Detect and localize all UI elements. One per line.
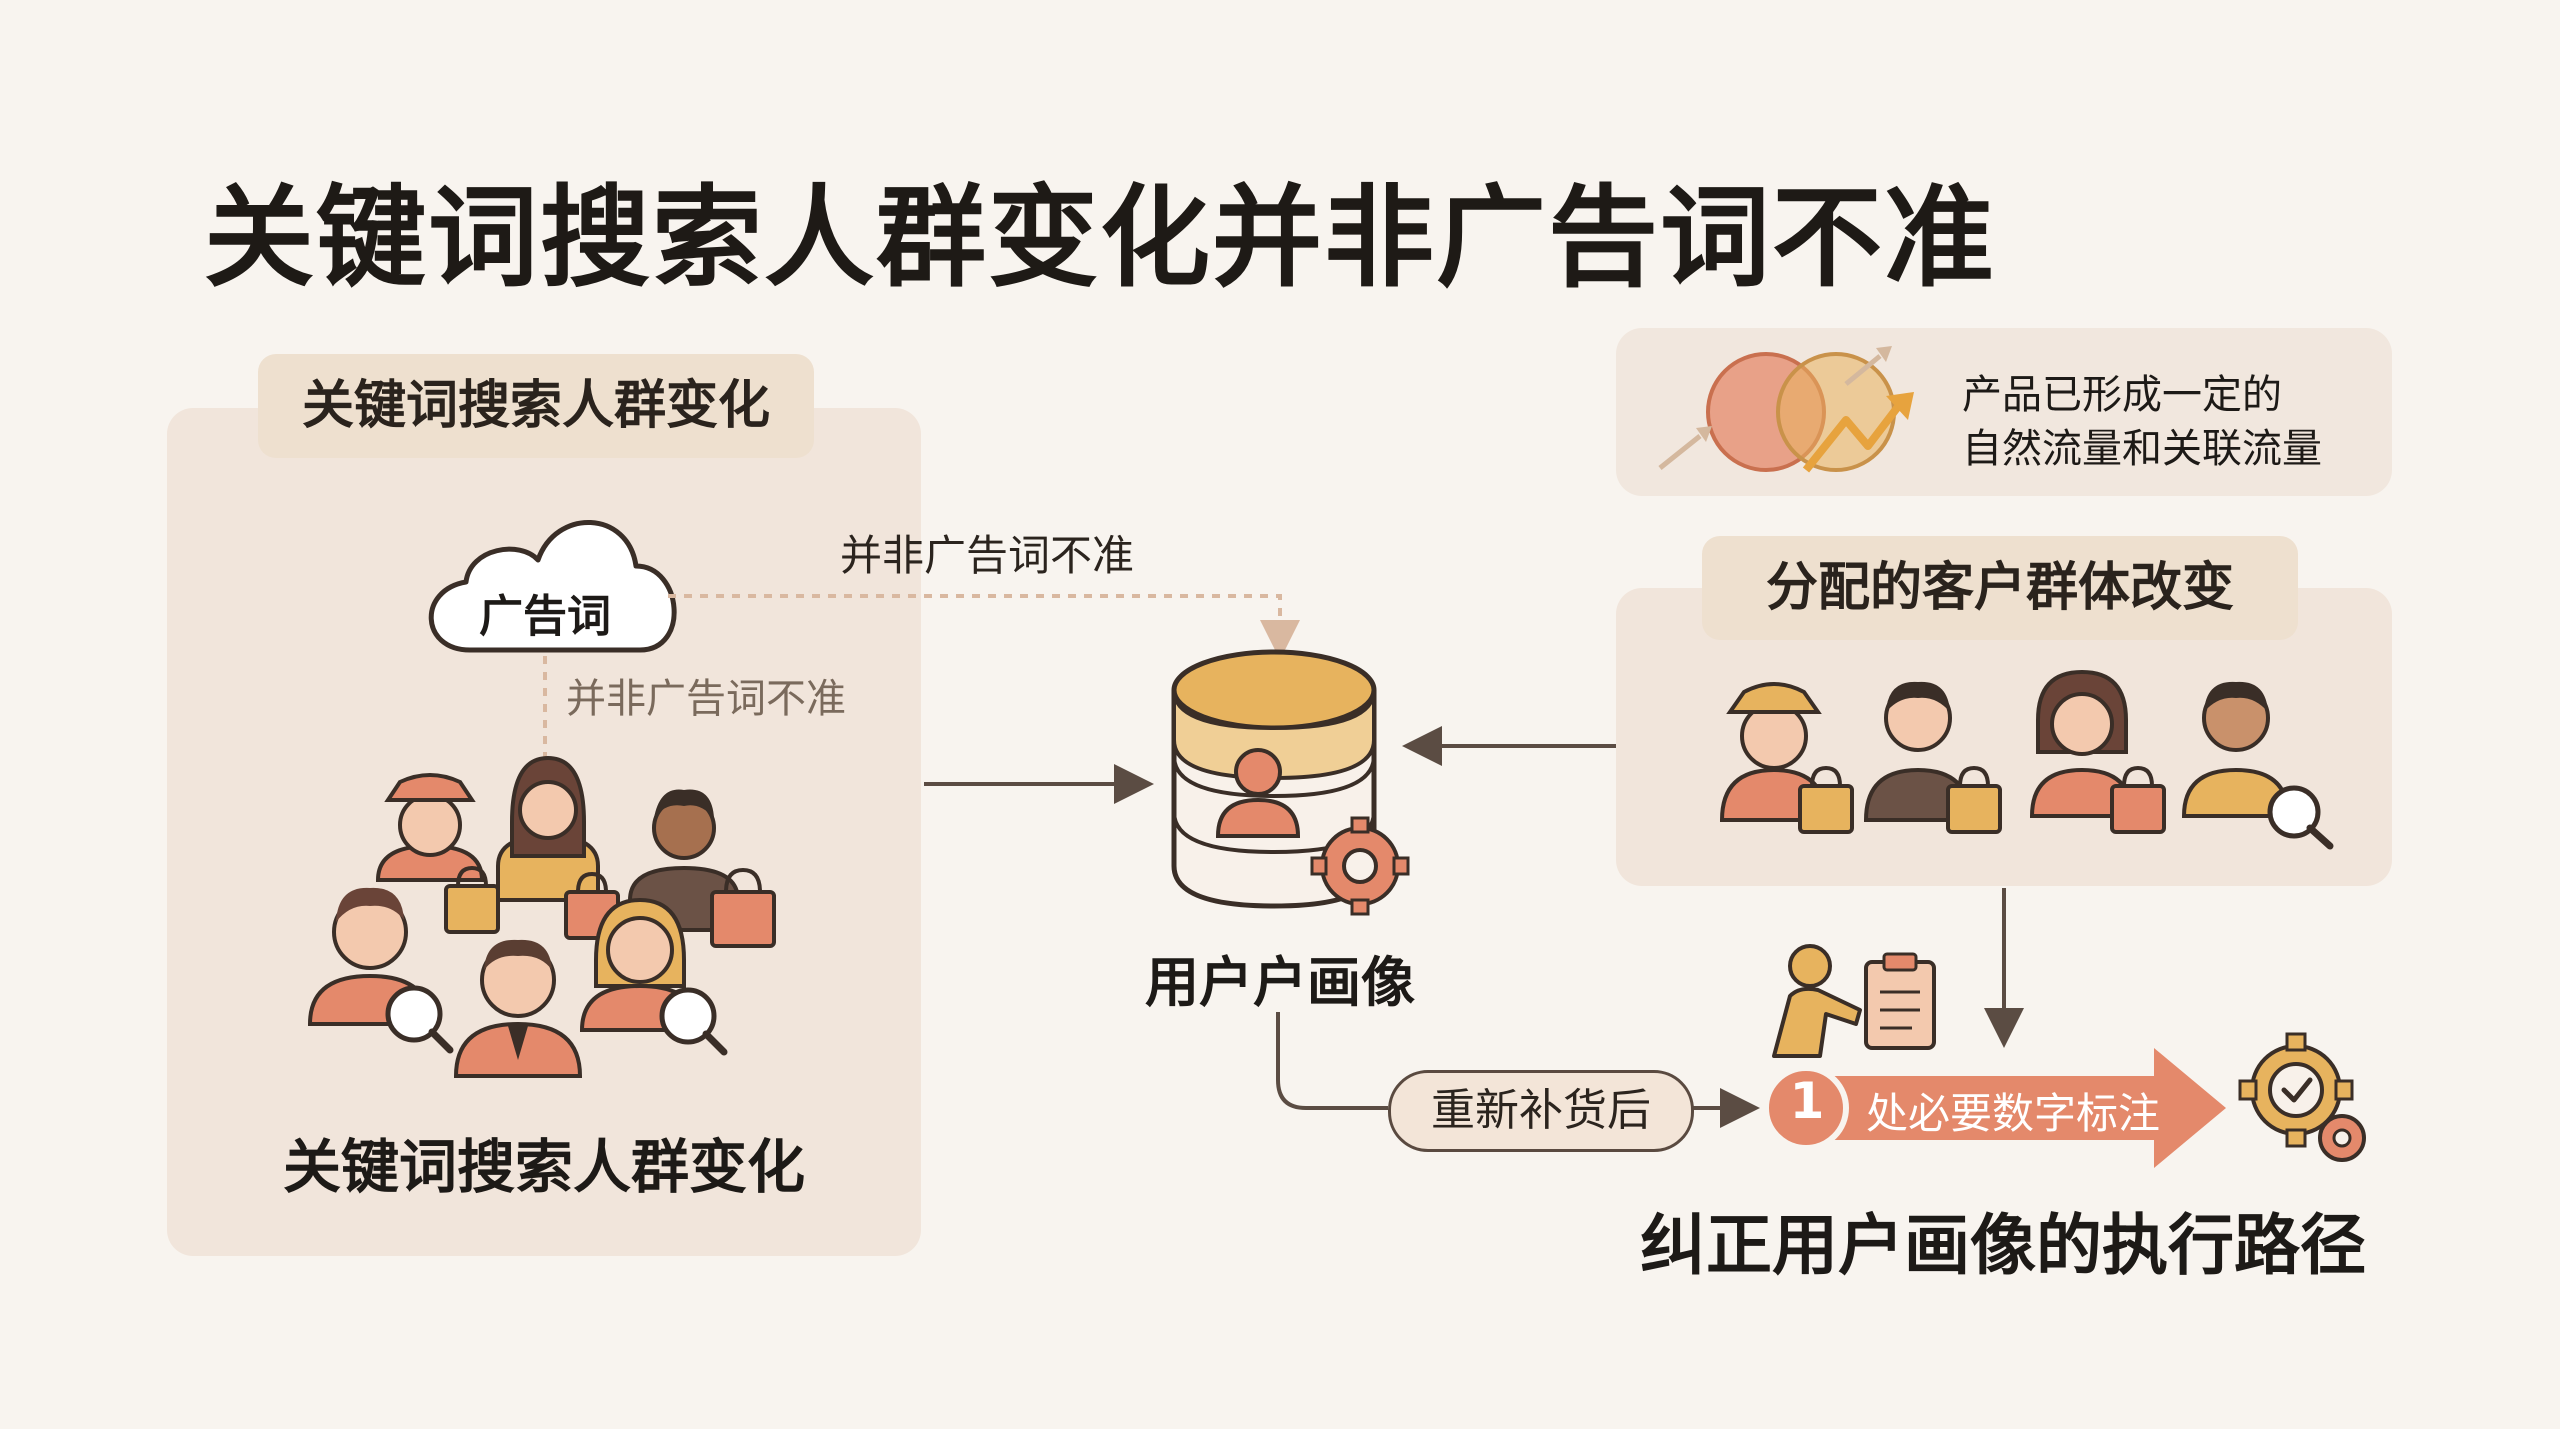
traffic-text-line1: 产品已形成一定的: [1962, 372, 2282, 418]
person-hat-left: [375, 773, 485, 882]
page-title: 关键词搜索人群变化并非广告词不准: [204, 174, 1996, 302]
connector-db-to-pill: [1276, 1012, 1388, 1110]
shopping-bag-icon: [710, 867, 776, 948]
customer-group-tag: 分配的客户群体改变: [1702, 536, 2298, 640]
magnifier-icon: [659, 987, 728, 1056]
cloud-label: 广告词: [479, 591, 611, 642]
user-icon: [1215, 748, 1301, 838]
note-vertical: 并非广告词不准: [566, 676, 846, 722]
magnifier-icon: [2267, 785, 2334, 850]
person-businessman: [453, 939, 583, 1078]
trend-arrow-icon: [1658, 346, 1914, 473]
execution-path-title: 纠正用户画像的执行路径: [1640, 1207, 2366, 1284]
venn-icon: [1706, 352, 1896, 472]
database-label: 用户户画像: [1145, 951, 1415, 1014]
shopping-bag-icon: [1798, 765, 1854, 834]
restock-pill: 重新补货后: [1388, 1070, 1694, 1152]
step-number: 1: [1789, 1072, 1825, 1130]
shopping-bag-icon: [2110, 765, 2166, 834]
shopping-bag-icon: [1946, 765, 2002, 834]
left-panel-caption: 关键词搜索人群变化: [282, 1133, 805, 1201]
shopping-bag-icon: [444, 865, 500, 934]
step-arrow: [1763, 1048, 2226, 1168]
note-horizontal: 并非广告词不准: [840, 531, 1135, 580]
person-woman-right: [2029, 669, 2135, 818]
magnifier-icon: [385, 985, 454, 1054]
dashed-connector-horizontal: [668, 594, 1300, 660]
person-man-right: [2181, 681, 2291, 818]
person-woman-long-hair: [496, 755, 600, 902]
clipboard-icon: [1864, 952, 1936, 1050]
people-group-right: [1719, 669, 2334, 850]
step-label: 处必要数字标注: [1866, 1089, 2161, 1138]
presenter-icon: [1772, 944, 1862, 1058]
gear-check-icon: [2238, 1032, 2366, 1162]
person-dark-hair-right: [1863, 681, 1973, 822]
people-group-left: [307, 755, 776, 1078]
gear-icon: [1310, 816, 1410, 916]
left-panel-tag: 关键词搜索人群变化: [258, 354, 814, 458]
traffic-text-line2: 自然流量和关联流量: [1962, 426, 2322, 472]
